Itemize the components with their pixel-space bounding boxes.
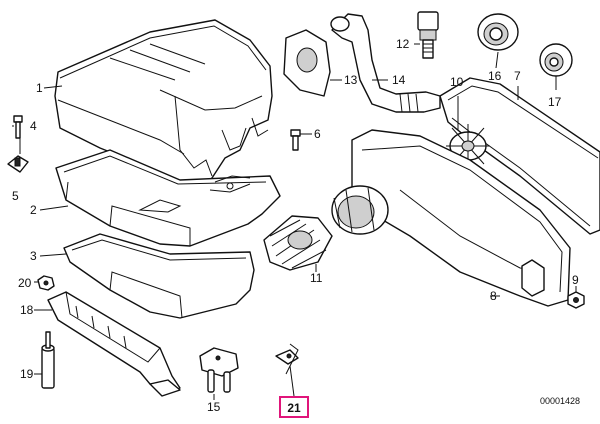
callout-labels: 1 2 3 4 5 6 7 8 9 10 11 12 13 14 15 16 1…: [12, 37, 579, 414]
bracket-18: [47, 291, 181, 397]
lower-tray: [63, 233, 255, 319]
callout-19: 19: [20, 367, 34, 381]
screw-6: [290, 129, 301, 151]
callout-16: 16: [488, 69, 502, 83]
clip-21: [275, 343, 299, 375]
callout-20: 20: [18, 276, 32, 290]
hose-14: [330, 13, 441, 113]
callout-11: 11: [310, 271, 323, 285]
callout-8: 8: [490, 289, 497, 303]
highlighted-callout-21[interactable]: 21: [279, 396, 309, 418]
callout-1: 1: [36, 81, 43, 95]
screw-4: [13, 115, 23, 139]
nut-9: [567, 291, 585, 309]
callout-18: 18: [20, 303, 34, 317]
clip-nut-5: [7, 155, 29, 173]
callout-17: 17: [548, 95, 562, 109]
seal-ring-17: [539, 43, 573, 77]
callout-5: 5: [12, 189, 19, 203]
callout-12: 12: [396, 37, 410, 51]
leader-lines: [12, 43, 577, 400]
bellows-11: [263, 215, 333, 271]
gasket-frame-7: [439, 77, 600, 235]
seal-ring-16: [477, 13, 519, 51]
drawing-number: 00001428: [540, 396, 580, 406]
sensor-12: [417, 11, 439, 59]
callout-3: 3: [30, 249, 37, 263]
intake-body-8: [331, 129, 571, 307]
callout-15: 15: [207, 400, 221, 414]
callout-2: 2: [30, 203, 37, 217]
upper-housing-cover: [54, 19, 273, 191]
nut-20: [37, 275, 55, 291]
callout-10: 10: [450, 75, 464, 89]
callout-6: 6: [314, 127, 321, 141]
callout-21: 21: [287, 401, 301, 415]
lower-housing: [55, 149, 281, 247]
callout-7: 7: [514, 69, 521, 83]
callout-4: 4: [30, 119, 37, 133]
spacer-19: [41, 331, 55, 389]
grommet-bracket-13: [283, 29, 331, 97]
connector-15: [199, 347, 239, 393]
callout-14: 14: [392, 73, 406, 87]
callout-13: 13: [344, 73, 358, 87]
callout-9: 9: [572, 273, 579, 287]
